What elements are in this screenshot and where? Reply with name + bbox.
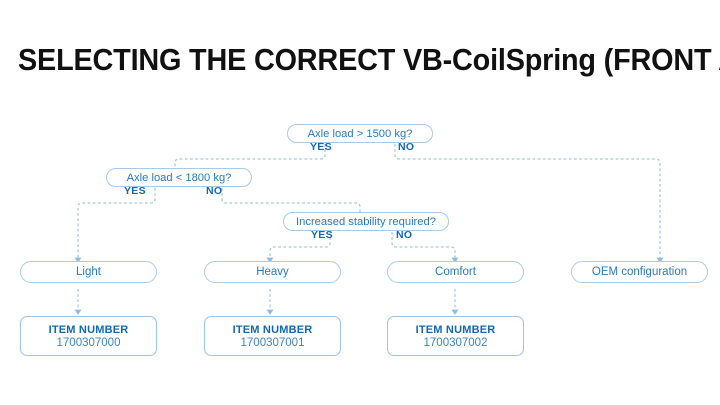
page-title: SELECTING THE CORRECT VB-CoilSpring (FRO… <box>18 43 720 77</box>
item-number-value: 1700307002 <box>423 336 488 349</box>
edge-label-d2-no: NO <box>206 185 223 197</box>
edge-label-d1-yes: YES <box>310 141 332 153</box>
item-number-label: ITEM NUMBER <box>415 323 496 336</box>
edge-d2-no <box>221 188 364 219</box>
item-number-value: 1700307001 <box>240 336 305 349</box>
result-label: Comfort <box>435 266 476 278</box>
edge-d1-yes <box>171 144 326 175</box>
edge-d1-no <box>394 144 664 263</box>
edge-label-d1-no: NO <box>398 141 415 153</box>
edge-label-d2-yes: YES <box>124 185 146 197</box>
result-node-light[interactable]: Light <box>20 261 157 283</box>
edge-label-d3-no: NO <box>396 229 413 241</box>
edge-d2-yes <box>74 188 156 263</box>
result-label: Light <box>76 266 101 278</box>
result-node-oem-configuration[interactable]: OEM configuration <box>571 261 708 283</box>
decision-node-increased-stability[interactable]: Increased stability required? <box>283 212 449 231</box>
result-node-comfort[interactable]: Comfort <box>387 261 524 283</box>
item-number-label: ITEM NUMBER <box>48 323 129 336</box>
item-number-box-comfort[interactable]: ITEM NUMBER 1700307002 <box>387 316 524 356</box>
decision-node-axle-load-1500[interactable]: Axle load > 1500 kg? <box>287 124 433 143</box>
decision-question: Axle load < 1800 kg? <box>126 171 232 184</box>
item-number-value: 1700307000 <box>56 336 121 349</box>
item-number-box-heavy[interactable]: ITEM NUMBER 1700307001 <box>204 316 341 356</box>
item-number-label: ITEM NUMBER <box>232 323 313 336</box>
item-number-box-light[interactable]: ITEM NUMBER 1700307000 <box>20 316 157 356</box>
result-node-heavy[interactable]: Heavy <box>204 261 341 283</box>
decision-question: Increased stability required? <box>296 215 436 228</box>
decision-question: Axle load > 1500 kg? <box>307 127 413 140</box>
result-label: OEM configuration <box>591 266 688 278</box>
decision-node-axle-load-1800[interactable]: Axle load < 1800 kg? <box>106 168 252 187</box>
result-label: Heavy <box>256 266 289 278</box>
edge-label-d3-yes: YES <box>311 229 333 241</box>
